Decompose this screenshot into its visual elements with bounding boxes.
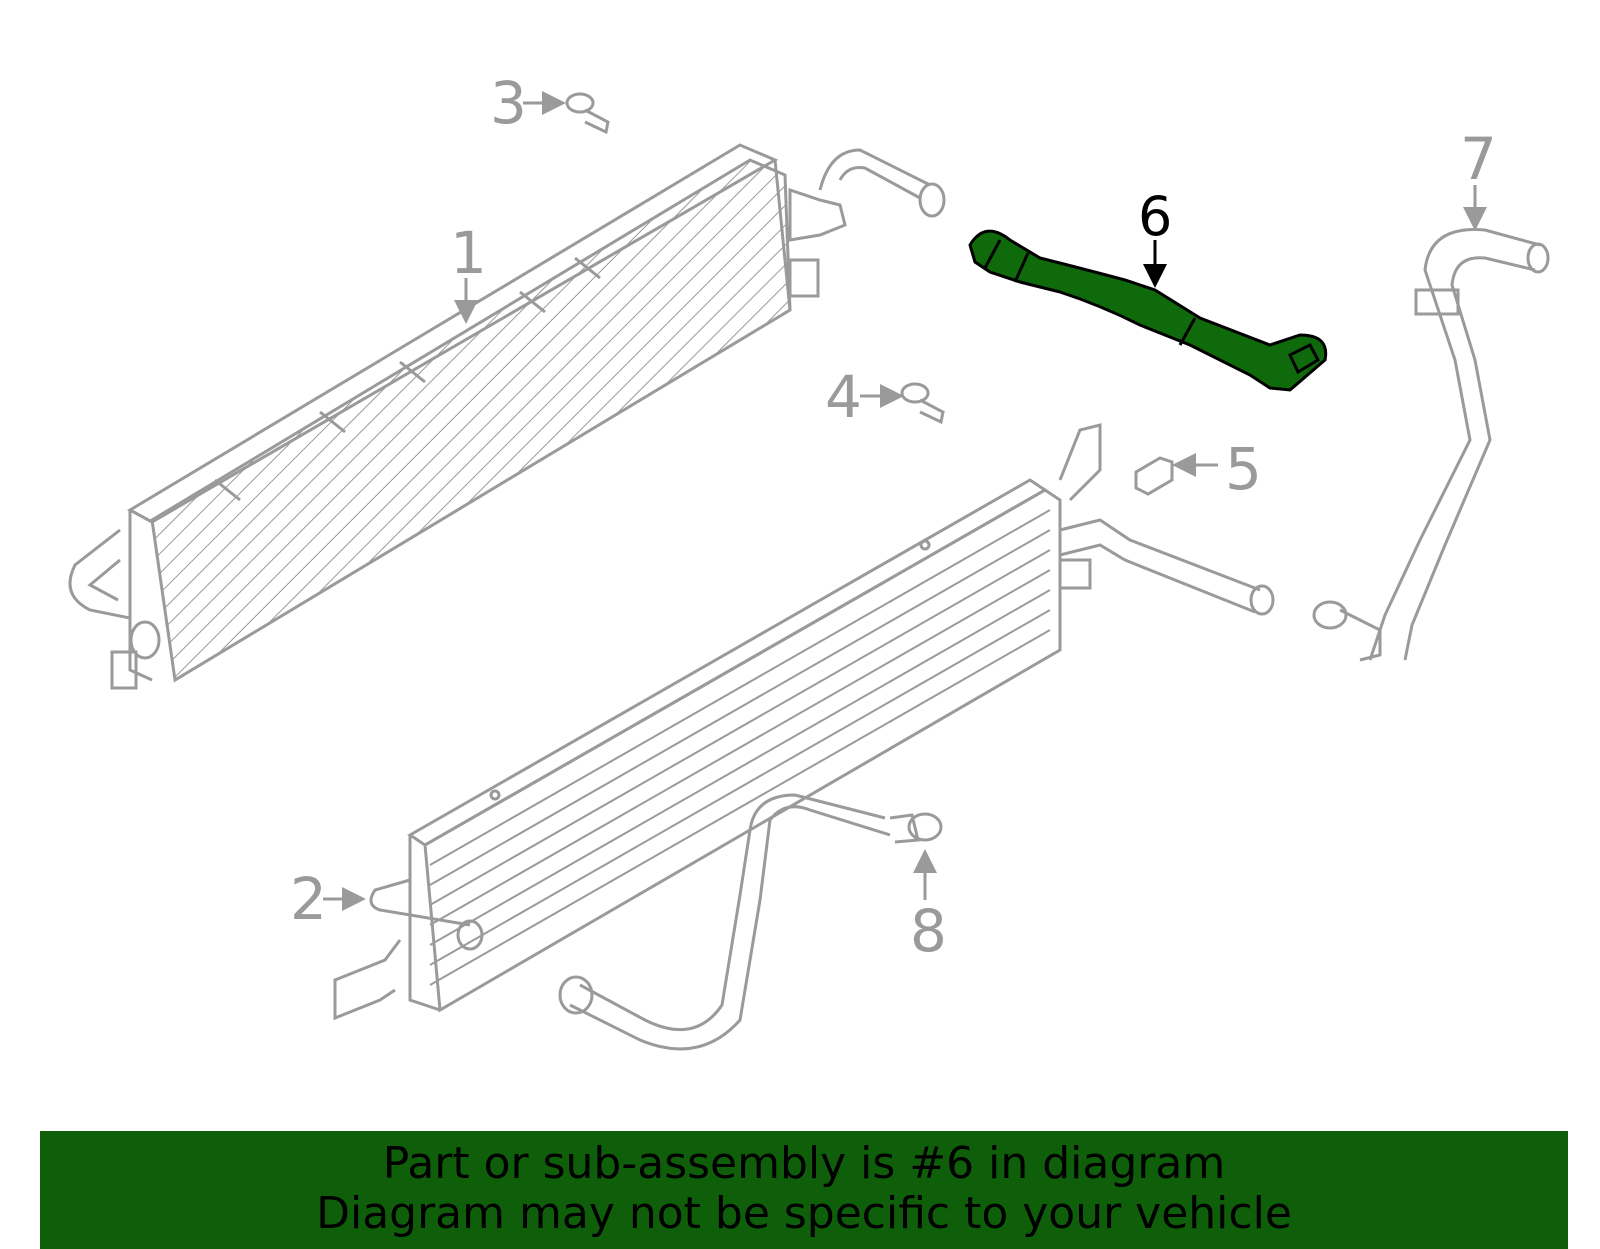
banner-line-1: Part or sub-assembly is #6 in diagram: [382, 1138, 1226, 1189]
callout-5: 5: [1225, 435, 1262, 503]
banner-line-2: Diagram may not be specific to your vehi…: [316, 1188, 1292, 1239]
callout-7: 7: [1460, 125, 1497, 193]
callout-3: 3: [490, 69, 527, 137]
part-4-bolt: [900, 382, 945, 425]
callout-8: 8: [910, 897, 947, 965]
part-3-bolt: [565, 92, 610, 135]
callout-4: 4: [825, 363, 862, 431]
leader-lines: [323, 91, 1487, 911]
callout-6: 6: [1138, 185, 1173, 248]
part-8-hose: [558, 793, 943, 1051]
callout-2: 2: [290, 865, 327, 933]
part-2-cooler: [333, 423, 1275, 1021]
parts-diagram: [68, 91, 1550, 1051]
part-6-hose-highlighted: [968, 229, 1328, 392]
info-banner: Part or sub-assembly is #6 in diagram Di…: [40, 1131, 1568, 1249]
part-5-clip: [1134, 456, 1174, 496]
callout-1: 1: [450, 219, 487, 287]
part-1-radiator: [68, 143, 946, 690]
part-7-hose: [1312, 228, 1550, 662]
